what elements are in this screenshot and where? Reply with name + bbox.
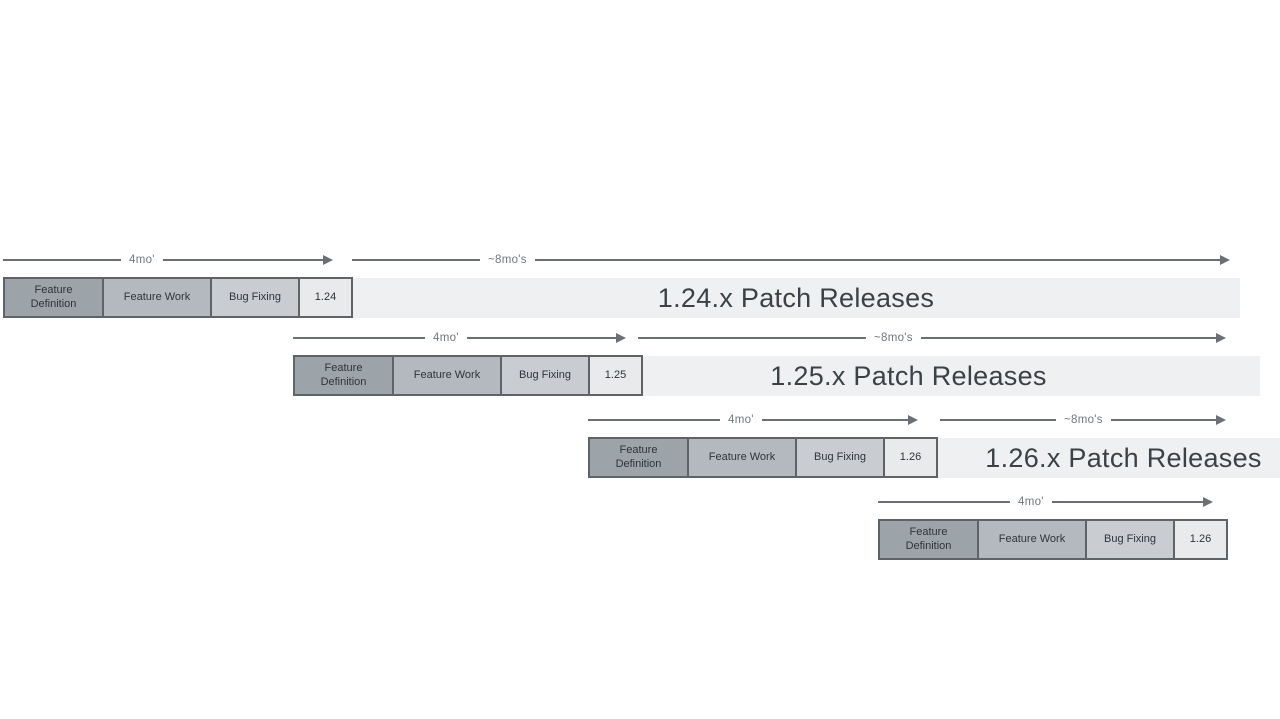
phase-strip: Feature Definition Feature Work Bug Fixi…: [878, 519, 1228, 560]
feature-definition-cell: Feature Definition: [880, 521, 977, 558]
version-cell: 1.26: [883, 439, 936, 476]
duration-arrow-8mos: ~8mo's: [638, 331, 1227, 345]
duration-label: 4mo': [433, 332, 459, 344]
duration-label: ~8mo's: [488, 254, 527, 266]
arrowhead-icon: [1051, 497, 1214, 507]
arrowhead-icon: [1110, 415, 1227, 425]
feature-work-cell: Feature Work: [687, 439, 795, 476]
patch-releases-bar: 1.24.x Patch Releases: [352, 278, 1240, 318]
bug-fixing-cell: Bug Fixing: [795, 439, 883, 476]
patch-releases-bar: 1.25.x Patch Releases: [643, 356, 1260, 396]
duration-arrow-8mos: ~8mo's: [940, 413, 1227, 427]
feature-work-cell: Feature Work: [392, 357, 500, 394]
duration-arrow-4mo: 4mo': [3, 253, 334, 267]
arrow-line: [588, 419, 720, 421]
arrow-line: [878, 501, 1010, 503]
arrowhead-icon: [534, 255, 1231, 265]
arrow-line: [3, 259, 121, 261]
bug-fixing-cell: Bug Fixing: [500, 357, 588, 394]
duration-arrow-4mo: 4mo': [878, 495, 1214, 509]
duration-arrow-8mos: ~8mo's: [352, 253, 1231, 267]
feature-work-cell: Feature Work: [102, 279, 210, 316]
phase-strip: Feature Definition Feature Work Bug Fixi…: [293, 355, 643, 396]
arrowhead-icon: [466, 333, 627, 343]
arrow-line: [638, 337, 866, 339]
arrow-line: [352, 259, 480, 261]
version-cell: 1.26: [1173, 521, 1226, 558]
phase-strip: Feature Definition Feature Work Bug Fixi…: [3, 277, 353, 318]
arrowhead-icon: [920, 333, 1227, 343]
bug-fixing-cell: Bug Fixing: [210, 279, 298, 316]
phase-strip: Feature Definition Feature Work Bug Fixi…: [588, 437, 938, 478]
duration-label: ~8mo's: [1064, 414, 1103, 426]
arrow-line: [293, 337, 425, 339]
duration-label: 4mo': [728, 414, 754, 426]
duration-arrow-4mo: 4mo': [293, 331, 627, 345]
arrowhead-icon: [761, 415, 919, 425]
feature-work-cell: Feature Work: [977, 521, 1085, 558]
duration-label: 4mo': [1018, 496, 1044, 508]
version-cell: 1.25: [588, 357, 641, 394]
feature-definition-cell: Feature Definition: [5, 279, 102, 316]
patch-releases-bar: 1.26.x Patch Releases: [937, 438, 1280, 478]
feature-definition-cell: Feature Definition: [590, 439, 687, 476]
duration-arrow-4mo: 4mo': [588, 413, 919, 427]
duration-label: ~8mo's: [874, 332, 913, 344]
feature-definition-cell: Feature Definition: [295, 357, 392, 394]
duration-label: 4mo': [129, 254, 155, 266]
bug-fixing-cell: Bug Fixing: [1085, 521, 1173, 558]
arrowhead-icon: [162, 255, 334, 265]
arrow-line: [940, 419, 1056, 421]
version-cell: 1.24: [298, 279, 351, 316]
